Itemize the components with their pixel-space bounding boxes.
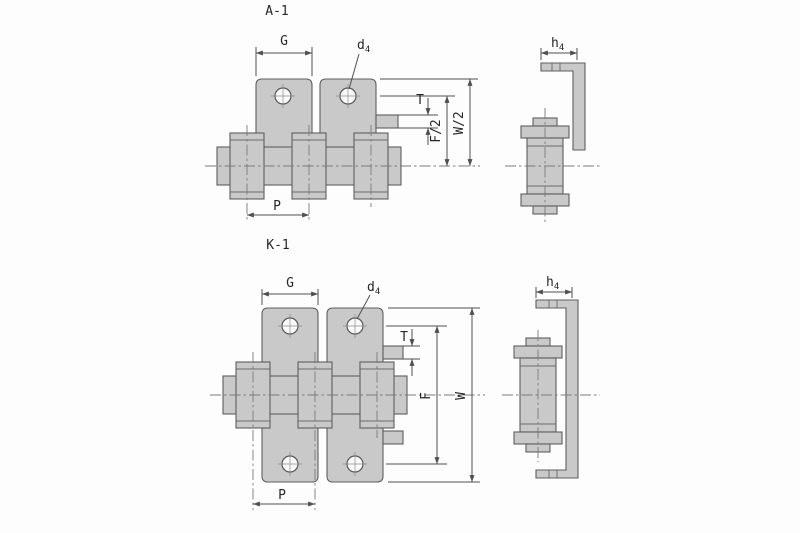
a1-front-view — [205, 78, 480, 220]
dim-label-P: P — [273, 199, 281, 214]
dim-F2: F/2 — [380, 95, 455, 167]
dim-label-d4: d4 — [357, 38, 370, 55]
dim-label-G: G — [286, 276, 294, 291]
leader-line — [356, 294, 371, 320]
attachment-plate-left — [255, 78, 313, 151]
bent-ear-bottom — [382, 430, 404, 445]
dim-T: T — [400, 329, 420, 376]
hole-centermarks — [278, 314, 367, 476]
centerlines — [205, 125, 480, 220]
dim-P: P — [252, 488, 316, 507]
a1-view: A-1 — [205, 4, 600, 222]
dim-h4: h4 — [535, 275, 573, 298]
dim-label-P: P — [278, 488, 286, 503]
leader-line — [348, 53, 360, 90]
dim-label-h4: h4 — [546, 275, 559, 292]
hole-centermarks — [271, 84, 360, 108]
attachment-plate-right — [319, 78, 377, 151]
dim-label-F: F — [419, 392, 434, 400]
bent-ear-top — [382, 345, 404, 360]
a1-side-view: h4 — [505, 36, 600, 222]
bent-ear — [375, 114, 399, 129]
dim-d4: d4 — [348, 38, 370, 90]
dim-label-T: T — [400, 330, 408, 345]
dim-d4: d4 — [356, 280, 380, 320]
k1-front-view — [210, 307, 485, 510]
dim-G: G — [261, 276, 319, 305]
dim-label-d4: d4 — [367, 280, 380, 297]
flange-hole-edges — [548, 300, 558, 478]
flange-hole-edges — [551, 63, 561, 71]
a1-dimensions: G d4 T F/2 W/2 — [246, 34, 478, 218]
side-centerlines — [502, 330, 600, 462]
dim-label-G: G — [280, 34, 288, 49]
dim-label-h4: h4 — [551, 36, 564, 53]
dim-label-T: T — [416, 93, 424, 108]
dim-label-W2: W/2 — [452, 111, 467, 134]
a1-title: A-1 — [265, 4, 288, 19]
k1-view: K-1 — [210, 238, 600, 510]
dim-T: T — [398, 93, 438, 145]
k1-dimensions: G d4 T F W — [252, 276, 480, 507]
dim-W2: W/2 — [380, 78, 478, 167]
k1-side-view: h4 — [502, 275, 600, 479]
dim-P: P — [246, 199, 310, 218]
dim-F: F — [386, 325, 447, 465]
dim-W: W — [388, 307, 480, 483]
dim-G: G — [255, 34, 313, 76]
bent-attachment-plate-side — [535, 299, 579, 479]
k1-title: K-1 — [266, 238, 289, 253]
side-centerlines — [505, 108, 600, 222]
dim-label-F2: F/2 — [429, 119, 444, 142]
dim-label-W: W — [454, 392, 469, 400]
dim-h4: h4 — [540, 36, 578, 60]
bent-attachment-plate-side — [540, 62, 586, 151]
